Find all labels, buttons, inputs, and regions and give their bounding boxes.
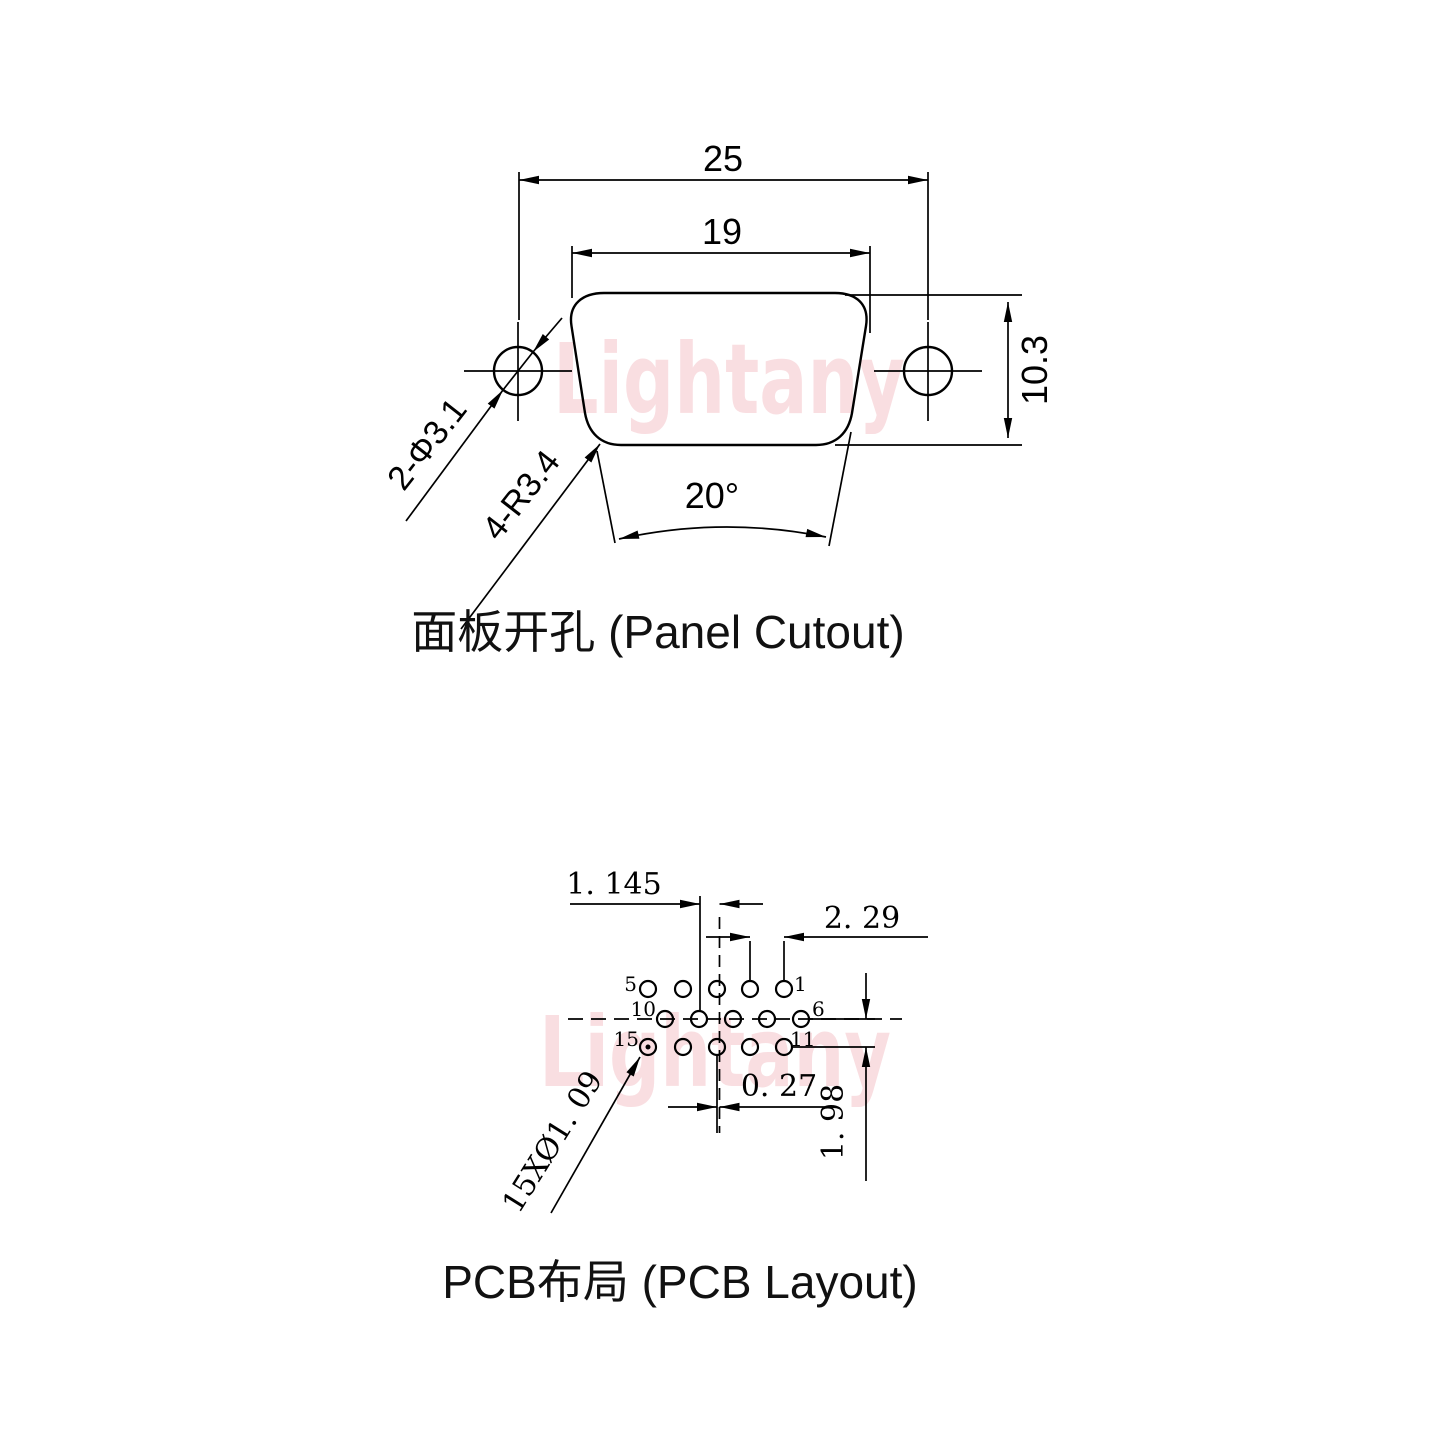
pin-label-1: 1 [794, 972, 807, 996]
panel-cutout-caption: 面板开孔 (Panel Cutout) [411, 606, 904, 658]
dimension-19: 19 [571, 211, 871, 333]
dim-offset-bottom-label: 0. 27 [741, 1069, 817, 1104]
dimension-20deg: 20° [596, 431, 852, 547]
pin-label-10: 10 [631, 997, 656, 1021]
dimension-1-98: 1. 98 [816, 973, 871, 1181]
dim-row-spacing-label: 1. 98 [816, 1084, 851, 1160]
pin-label-5: 5 [624, 972, 637, 996]
pin-15-center-dot [645, 1044, 651, 1050]
pin-row-bottom [638, 1037, 794, 1057]
dimension-10-3: 10.3 [835, 294, 1055, 446]
callout-4-r3-4: 4-R3.4 [460, 443, 601, 630]
dsub-cutout-outline [569, 291, 868, 447]
dim-offset-mid-label: 1. 145 [566, 867, 661, 902]
dim-height-label: 10.3 [1014, 335, 1055, 405]
pin-labels: 5 1 10 6 15 11 [614, 972, 825, 1051]
callout-holes-label: 2-Φ3.1 [380, 391, 474, 497]
callout-radius-label: 4-R3.4 [475, 443, 568, 547]
dim-pitch-label: 2. 29 [824, 901, 900, 936]
pin-label-15: 15 [614, 1027, 639, 1051]
pin-row-top [638, 979, 794, 999]
dim-25-label: 25 [703, 138, 743, 179]
dimension-1-145: 1. 145 [566, 867, 763, 909]
pin-label-11: 11 [790, 1027, 815, 1051]
mounting-hole-right [874, 322, 982, 421]
pin-row-middle [655, 1009, 811, 1029]
dim-19-label: 19 [702, 211, 742, 252]
pcb-construction-lines [568, 896, 902, 1133]
pin-label-6: 6 [812, 997, 825, 1021]
watermark-top: Lightany [553, 323, 905, 436]
watermark-bottom: Lightany [539, 996, 891, 1109]
dimension-0-27: 0. 27 [668, 1069, 834, 1112]
pcb-layout-caption: PCB布局 (PCB Layout) [442, 1256, 917, 1308]
dim-angle-label: 20° [685, 475, 739, 516]
dimension-2-29: 2. 29 [706, 901, 928, 942]
